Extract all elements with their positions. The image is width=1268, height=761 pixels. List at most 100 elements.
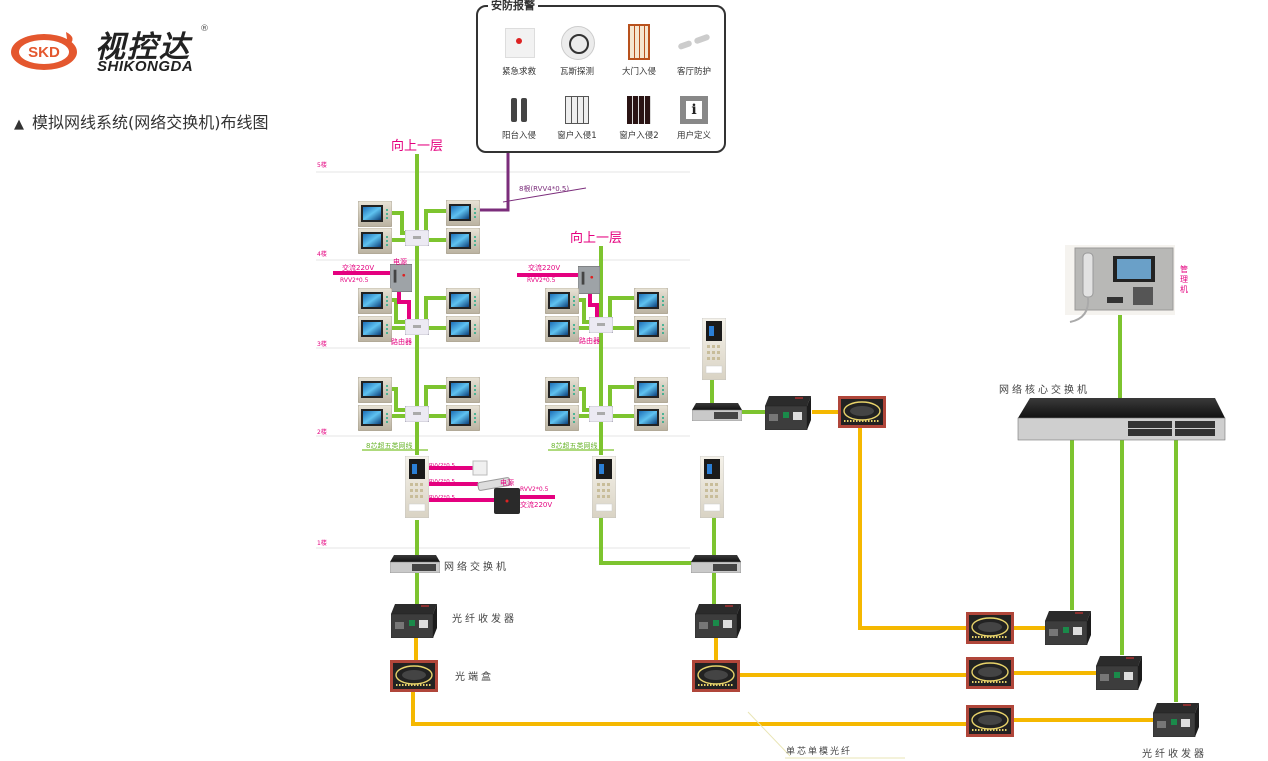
lock-power-ac-label: 交流220V [520,501,553,509]
floor-label-4: 4楼 [317,251,327,258]
fiber-label-leader [747,711,791,757]
alarm-item-label: 瓦斯探测 [559,67,594,77]
transceiver-label: 光纤收发器 [452,614,517,625]
panic-button-icon [501,24,537,60]
right-transceiver-label: 光纤收发器 [1142,749,1207,760]
alarm-panel-title: 安防报警 [488,0,538,13]
alarm-item-label: 阳台入侵 [501,131,536,141]
lock-power-cable-label: RVV2*0.5 [520,486,549,493]
alarm-item-balcony: 阳台入侵 [488,96,550,141]
power-ac-label: 交流220V [342,264,375,272]
lock-cable-label: RVV2*0.5 [429,479,456,485]
info-icon: i [676,96,712,124]
indoor-monitor [446,228,480,254]
power-supply [578,266,600,294]
floor-label-1: 1楼 [317,540,327,547]
brand-logo: SKD [8,26,80,78]
door-sensor-icon [621,24,657,60]
svg-text:SKD: SKD [28,44,60,61]
door-station [702,318,726,380]
window-sensor-dark-icon [621,96,657,124]
alarm-item-panic: 紧急求救 [488,24,550,77]
alarm-item-window-1: 窗户入侵1 [546,96,608,141]
indoor-monitor [358,316,392,342]
lock-power-label: 电源 [500,479,514,487]
fiber-transceiver [695,604,741,638]
door-station [592,456,616,518]
router [589,406,613,422]
router-label: 路由器 [391,338,412,346]
alarm-item-label: 客厅防护 [676,67,711,77]
fiber-terminal-box [966,705,1014,737]
power-cable-label: RVV2*0.5 [527,277,556,284]
power-cable-label: RVV2*0.5 [340,277,369,284]
fiber-transceiver [391,604,437,638]
fiber-transceiver [765,396,811,430]
alarm-cable [476,153,510,212]
fiber-transceiver [1045,611,1091,645]
network-switch [390,555,440,573]
magnetic-contact-icon [676,24,712,60]
alarm-item-label: 紧急求救 [501,67,536,77]
left-riser-network [386,154,448,605]
indoor-monitor [545,405,579,431]
indoor-monitor [358,377,392,403]
fiber-transceiver [1153,703,1199,737]
core-switch [1017,398,1226,441]
indoor-monitor [446,200,480,226]
registered-mark: ® [200,24,209,34]
alarm-item-label: 用户定义 [676,131,711,141]
alarm-item-user-defined: i 用户定义 [663,96,725,141]
management-console-label: 管理机 [1180,265,1188,294]
indoor-monitor [634,316,668,342]
network-switch [692,403,742,421]
gas-detector-icon [559,24,595,60]
page-title: ▲ 模拟网线系统(网络交换机)布线图 [14,109,269,133]
core-network [1070,312,1178,702]
fiber-cables [411,410,1153,726]
router [405,319,429,335]
triangle-marker-icon: ▲ [14,117,24,132]
network-switch [691,555,741,573]
alarm-item-door: 大门入侵 [608,24,670,77]
lock-cable-label: RVV2*0.5 [429,463,456,469]
alarm-item-gas: 瓦斯探测 [546,24,608,77]
alarm-item-window-2: 窗户入侵2 [608,96,670,141]
indoor-monitor [446,377,480,403]
router [589,317,613,333]
fiber-transceiver [1096,656,1142,690]
up-floor-label-left: 向上一层 [391,139,444,154]
brand-name-en: SHIKONGDA [97,58,194,75]
indoor-monitor [358,201,392,227]
alarm-item-living-room: 客厅防护 [663,24,725,77]
power-cables [333,271,599,502]
alarm-item-label: 大门入侵 [621,67,656,77]
switch-label: 网络交换机 [444,562,509,573]
indoor-monitor [358,405,392,431]
fiber-terminal-box [390,660,438,692]
router [405,230,429,246]
up-floor-label-middle: 向上一层 [570,231,623,246]
network-cable-label: 8芯超五类网线 [366,442,413,450]
indoor-monitor [634,377,668,403]
indoor-monitor [545,316,579,342]
floor-label-2: 2楼 [317,429,327,436]
alarm-cable-leader [502,187,587,203]
brand-name-cn: 视控达 [95,30,191,65]
router-label: 路由器 [579,337,600,345]
page-title-text: 模拟网线系统(网络交换机)布线图 [32,113,269,132]
router [405,406,429,422]
indoor-monitor [446,405,480,431]
indoor-monitor [545,377,579,403]
lock-cable-label: RVV2*0.5 [429,495,456,501]
indoor-monitor [545,288,579,314]
fiber-terminal-box [692,660,740,692]
fiber-terminal-box [966,612,1014,644]
indoor-monitor [446,316,480,342]
infrared-curtain-icon [501,96,537,124]
power-ac-label: 交流220V [528,264,561,272]
security-alarm-panel [476,5,726,153]
door-station [700,456,724,518]
window-sensor-icon [559,96,595,124]
